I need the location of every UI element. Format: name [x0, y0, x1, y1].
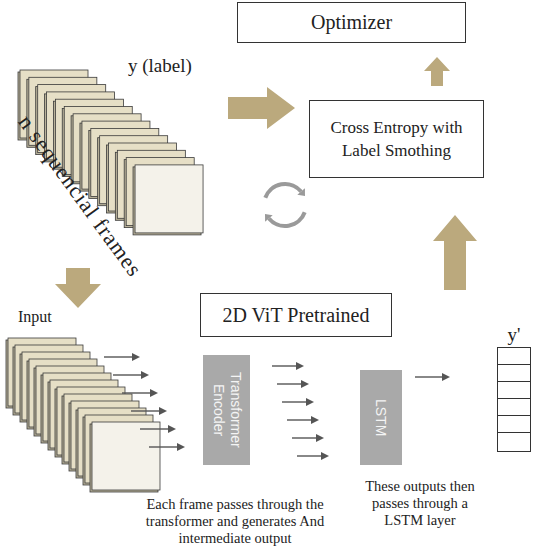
arrow-line: [131, 410, 162, 411]
vector-cell: [498, 382, 530, 399]
video-frame: [92, 422, 160, 490]
flow-arrow: [104, 353, 185, 451]
arrow-head: [321, 452, 329, 460]
arrow-line: [292, 437, 319, 438]
arrow-head: [316, 434, 324, 442]
arrow-line: [122, 392, 153, 393]
arrow-line: [282, 401, 309, 402]
block-arrow-shape: [228, 87, 295, 129]
box-title: Optimizer: [311, 11, 392, 34]
caption-note: These outputs then passes through a LSTM…: [352, 478, 488, 529]
arrow-head: [306, 398, 314, 406]
output-label: y': [490, 324, 538, 346]
arrow-head: [150, 389, 158, 397]
vector-cell: [498, 365, 530, 382]
block-title: LSTM: [373, 399, 389, 436]
block-arrow: [433, 215, 477, 290]
caption-note: Each frame passes through the transforme…: [142, 496, 328, 547]
block-arrow-shape: [424, 57, 450, 86]
arrow-head: [301, 380, 309, 388]
block-arrow: [228, 87, 295, 129]
frame-stack-art: [0, 330, 165, 492]
label-frame-stack: y (label)n sequencial frames: [10, 65, 210, 240]
label-name: y (label): [128, 55, 192, 77]
vector-cell: [498, 433, 530, 450]
vector-cell: [498, 416, 530, 433]
arrow-line: [149, 446, 180, 447]
block-title: Transformer Encoder: [210, 355, 244, 465]
vector-cells: [497, 347, 531, 452]
arrow-head: [141, 371, 149, 379]
arrow-line: [415, 376, 445, 377]
cycle-head: [297, 188, 305, 196]
arrow-line: [297, 455, 324, 456]
flow-arrow: [272, 362, 329, 460]
arrow-line: [277, 383, 304, 384]
cycle-arc: [265, 184, 301, 198]
vector-cell: [498, 348, 530, 365]
arrow-head: [177, 443, 185, 451]
arrow-head: [296, 362, 304, 370]
cycle-head: [265, 214, 273, 222]
model-box: 2D ViT Pretrained: [200, 293, 392, 337]
box-title: 2D ViT Pretrained: [223, 304, 370, 327]
block-arrow-shape: [433, 215, 477, 290]
arrow-head: [311, 416, 319, 424]
box-title: Cross Entropy with Label Smothing: [310, 116, 483, 162]
cycle-arc: [269, 212, 305, 226]
arrow-head: [159, 407, 167, 415]
arrow-line: [104, 356, 135, 357]
optimizer-box: Optimizer: [237, 2, 466, 43]
arrow-line: [272, 365, 299, 366]
arrow-head: [132, 353, 140, 361]
video-frame: [135, 165, 203, 233]
vector-cell: [498, 399, 530, 416]
arrow-line: [113, 374, 144, 375]
flow-arrow: [415, 373, 450, 381]
block-arrow: [424, 57, 450, 86]
lstm-block: LSTM: [360, 370, 402, 465]
arrow-line: [140, 428, 171, 429]
input-frame-stack: Input: [0, 330, 165, 492]
block-arrow: [55, 268, 101, 308]
encoder-block: Transformer Encoder: [203, 355, 250, 465]
loss-box: Cross Entropy with Label Smothing: [309, 100, 484, 178]
block-arrow-shape: [55, 268, 101, 308]
arrow-line: [287, 419, 314, 420]
output-vector: y': [490, 328, 538, 454]
arrow-head: [168, 425, 176, 433]
arrow-head: [442, 373, 450, 381]
input-label: Input: [18, 308, 52, 326]
